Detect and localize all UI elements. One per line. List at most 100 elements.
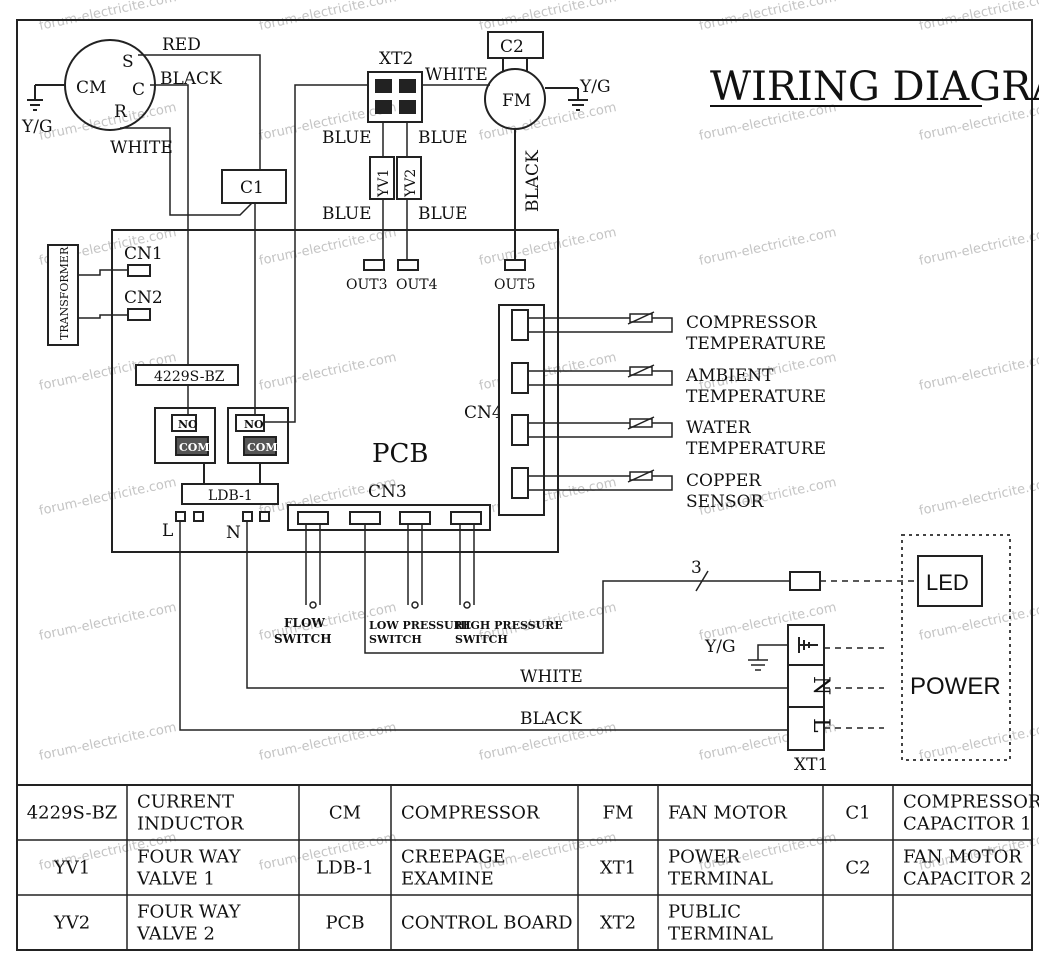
watermark-text: forum-electricite.com	[258, 0, 398, 34]
sensor-label-line1: AMBIENT	[685, 366, 774, 386]
legend-cell-r2c3: LDB-1	[316, 858, 373, 879]
fan-motor-label: FM	[502, 91, 531, 111]
sensor-label-line1: COPPER	[686, 471, 762, 491]
flow-switch-label-1: FLOW	[284, 616, 325, 630]
sensor-label-line1: WATER	[686, 418, 752, 438]
fan-capacitor	[487, 31, 544, 59]
watermark-text: forum-electricite.com	[258, 350, 398, 394]
legend-cell-r2c4: EXAMINE	[401, 869, 494, 890]
legend-cell-r2c8: CAPACITOR 2	[903, 869, 1032, 890]
legend-cell-r3c6: PUBLIC	[668, 902, 741, 923]
white-wire-label: WHITE	[110, 138, 173, 158]
blue-wire-label-3: BLUE	[322, 204, 372, 224]
power-box	[901, 534, 1011, 761]
yv2-label: YV2	[403, 169, 419, 198]
legend-cell-r2c5: XT1	[600, 858, 636, 879]
watermark-text: forum-electricite.com	[38, 0, 178, 34]
led-connector	[789, 571, 821, 591]
legend-cell-r3c4: CONTROL BOARD	[401, 913, 573, 934]
current-inductor	[135, 364, 239, 386]
low-pressure-label-2: SWITCH	[369, 633, 422, 646]
out5-label: OUT5	[494, 277, 536, 293]
ldb-pins	[175, 511, 270, 522]
cn1-label: CN1	[124, 244, 163, 264]
legend-cell-r2c7: C2	[845, 858, 870, 879]
compressor-capacitor	[221, 169, 287, 204]
pin-n-label: N	[226, 523, 241, 543]
c1-label: C1	[240, 178, 264, 198]
pcb-label: PCB	[372, 439, 429, 469]
legend-cell-r1c2: INDUCTOR	[137, 814, 244, 835]
sensor-thermistor-slash	[627, 311, 655, 325]
legend-cell-r1c3: CM	[329, 803, 361, 824]
high-pressure-label-2: SWITCH	[455, 633, 508, 646]
compressor-wires	[120, 54, 261, 410]
cn2-label: CN2	[124, 288, 163, 308]
blue-wire-label-4: BLUE	[418, 204, 468, 224]
blue-wire-label-2: BLUE	[418, 128, 468, 148]
legend-cell-r2c2: VALVE 1	[136, 869, 215, 890]
sensor-thermistor-slash	[627, 364, 655, 378]
out4-label: OUT4	[396, 277, 438, 293]
xt1-ground-symbol	[798, 637, 818, 653]
inductor-label: 4229S-BZ	[154, 369, 225, 385]
legend-cell-r2c6: TERMINAL	[668, 869, 773, 890]
legend-cell-r3c6: TERMINAL	[668, 924, 773, 945]
cn4-pin	[511, 309, 529, 341]
xt2-white-wire-label: WHITE	[425, 65, 488, 85]
xt2-terminal	[367, 71, 423, 123]
compressor-r-terminal: R	[114, 102, 128, 122]
cn3-pins	[297, 511, 482, 525]
fan-ground-label: Y/G	[579, 77, 611, 97]
legend-cell-r2c6: POWER	[668, 847, 741, 868]
sensor-label-line2: TEMPERATURE	[686, 334, 826, 354]
out3-label: OUT3	[346, 277, 388, 293]
relay-wires	[187, 385, 296, 423]
legend-cell-r2c1: YV1	[53, 858, 90, 879]
legend-cell-r3c1: YV2	[53, 913, 90, 934]
sensor-thermistor-slash	[627, 416, 655, 430]
legend-cell-r3c5: XT2	[600, 913, 636, 934]
legend-cell-r1c5: FM	[603, 803, 634, 824]
watermark-text: forum-electricite.com	[38, 720, 178, 764]
compressor-c-terminal: C	[132, 80, 145, 100]
xt1-label: XT1	[794, 755, 828, 775]
legend-cell-r1c2: CURRENT	[137, 792, 234, 813]
power-wires	[179, 521, 788, 731]
legend-cell-r1c4: COMPRESSOR	[401, 803, 540, 824]
sensor-thermistor-slash	[627, 469, 655, 483]
compressor-label: CM	[76, 78, 106, 98]
transformer	[47, 244, 79, 346]
relay-left-no: NO	[178, 418, 198, 431]
xt2-label: XT2	[379, 49, 413, 69]
legend-cell-r1c7: C1	[845, 803, 870, 824]
legend-cell-r3c2: FOUR WAY	[137, 902, 242, 923]
watermark-text: forum-electricite.com	[698, 225, 838, 269]
out5-connector	[504, 259, 526, 271]
bus-count-label: 3	[691, 558, 702, 578]
compressor-ground-label: Y/G	[21, 117, 53, 137]
legend-cell-r2c4: CREEPAGE	[401, 847, 506, 868]
watermark-text: forum-electricite.com	[918, 475, 1039, 519]
power-label: POWER	[910, 673, 1001, 700]
ldb-label: LDB-1	[208, 488, 253, 504]
power-ground-label: Y/G	[704, 637, 736, 657]
watermark-text: forum-electricite.com	[478, 100, 618, 144]
red-wire-label: RED	[162, 35, 201, 55]
cn4-pin	[511, 414, 529, 446]
sensor-wire	[528, 422, 673, 438]
relay-left-com: COM	[179, 441, 210, 454]
sensor-group: COMPRESSORTEMPERATUREAMBIENTTEMPERATUREW…	[511, 309, 826, 512]
led-label: LED	[926, 570, 969, 595]
four-way-valve-2	[396, 156, 422, 200]
relay-right-no: NO	[244, 418, 264, 431]
legend-cell-r3c3: PCB	[325, 913, 364, 934]
high-pressure-label-1: HIGH PRESSURE	[455, 619, 563, 632]
creepage-examine	[181, 483, 279, 505]
watermark-text: forum-electricite.com	[918, 350, 1039, 394]
